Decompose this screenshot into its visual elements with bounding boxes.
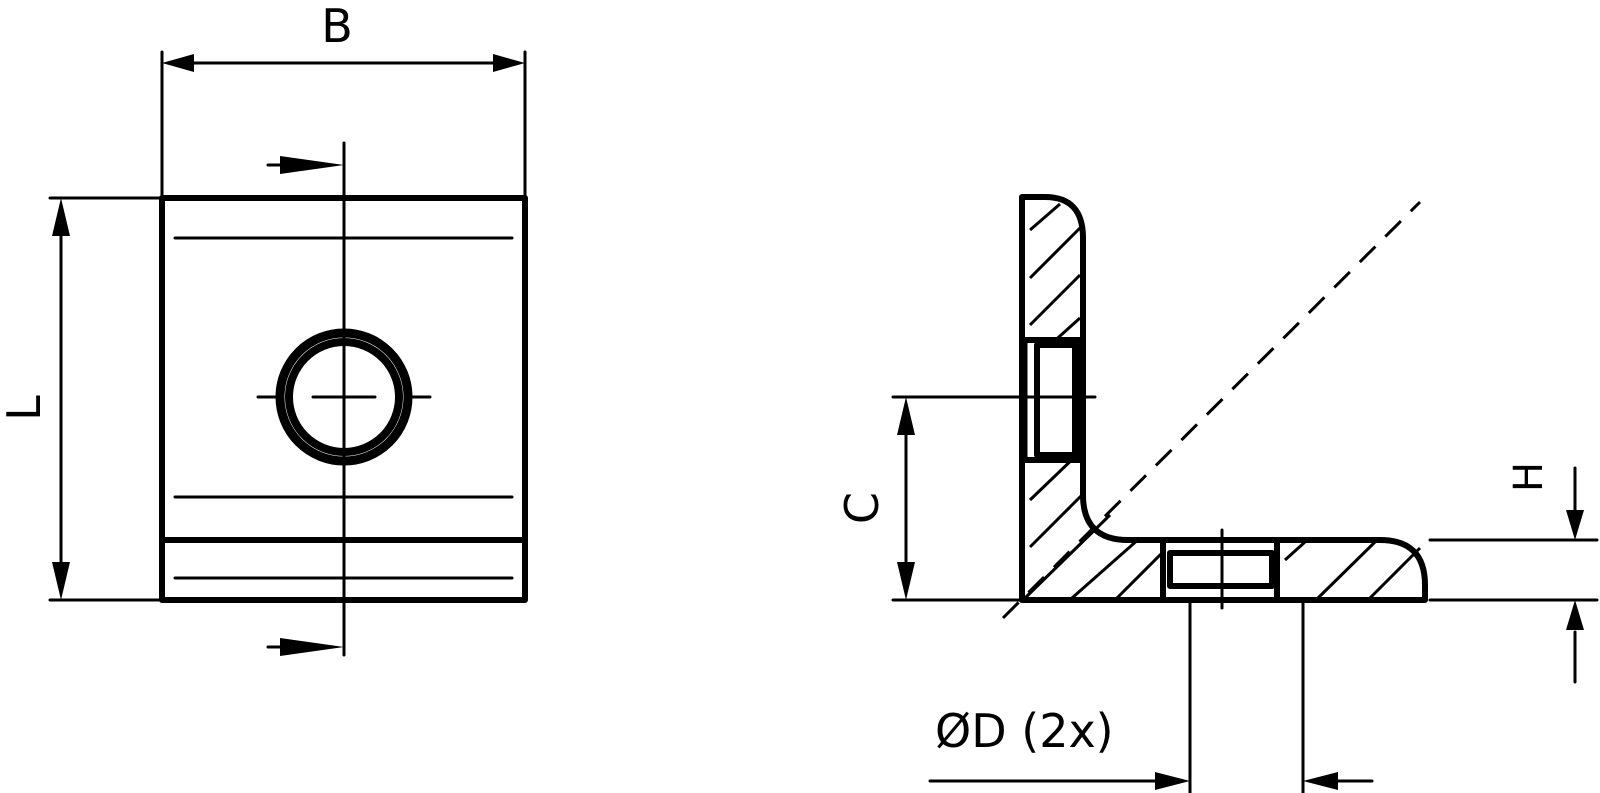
label-d: ØD (2x) bbox=[935, 704, 1114, 758]
label-b: B bbox=[321, 0, 353, 53]
label-h: H bbox=[1506, 462, 1552, 492]
dimension-c: C bbox=[835, 395, 1097, 602]
dimension-l: L bbox=[0, 196, 162, 602]
profile-outline bbox=[1019, 194, 1428, 603]
symmetry-line bbox=[1001, 200, 1422, 620]
section-arrow-bottom bbox=[266, 638, 344, 656]
section-view: C H ØD (2x) bbox=[835, 194, 1599, 793]
section-arrow-top bbox=[266, 156, 344, 174]
label-l: L bbox=[0, 395, 51, 421]
label-c: C bbox=[835, 492, 889, 524]
vertical-hole bbox=[1019, 337, 1086, 463]
dimension-d: ØD (2x) bbox=[928, 598, 1374, 793]
dimension-h: H bbox=[1428, 462, 1599, 684]
horizontal-hole bbox=[1160, 528, 1280, 610]
front-view: B L bbox=[0, 0, 528, 657]
dimension-b: B bbox=[160, 0, 527, 200]
